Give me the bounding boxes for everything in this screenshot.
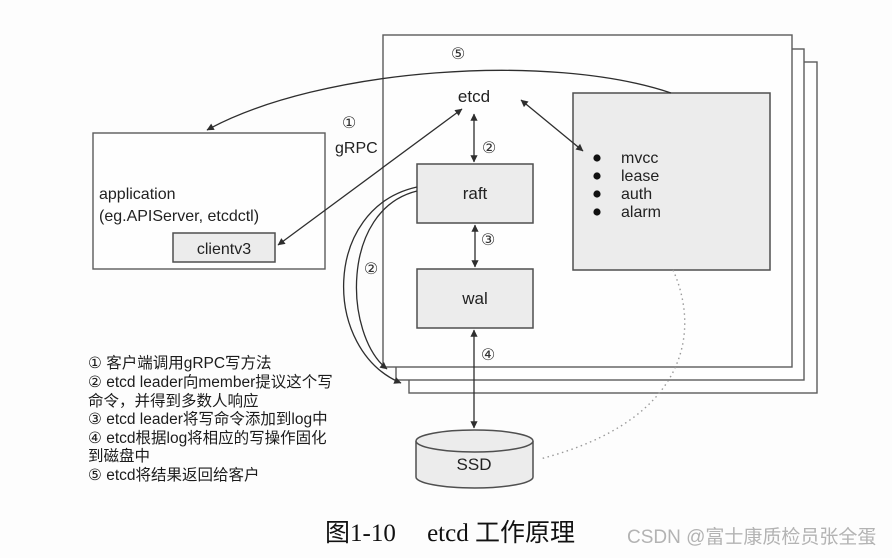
arrow-clientv3-etcd (277, 108, 463, 246)
bullet-icon (593, 154, 601, 162)
feature-mvcc: mvcc (621, 150, 658, 167)
figure-caption: 图1-10 etcd 工作原理 (325, 519, 575, 547)
arrow-raft-member1 (355, 190, 418, 370)
raft-label: raft (463, 184, 488, 203)
features-box (572, 92, 771, 271)
clientv3-label: clientv3 (197, 241, 251, 258)
dotted-link-features-ssd (539, 269, 686, 460)
legend-line-1: ① 客户端调用gRPC写方法 (88, 354, 272, 372)
bullet-icon (593, 172, 601, 180)
step2-badge-side: ② (364, 261, 378, 278)
feature-alarm: alarm (621, 204, 661, 221)
step2-badge: ② (482, 140, 496, 157)
arrow-return-to-application (206, 69, 672, 131)
feature-lease: lease (621, 168, 659, 185)
step5-badge: ⑤ (451, 46, 465, 63)
step1-badge: ① (342, 115, 356, 132)
legend-line-7: ⑤ etcd将结果返回给客户 (88, 466, 260, 484)
arrow-etcd-features (520, 99, 584, 152)
feature-auth: auth (621, 186, 652, 203)
ssd-cylinder-top (415, 429, 534, 453)
legend-line-4: ③ etcd leader将写命令添加到log中 (88, 410, 328, 428)
arrow-raft-member2 (342, 186, 418, 384)
legend-line-2: ② etcd leader向member提议这个写 (88, 373, 333, 391)
legend-line-3: 命令，并得到多数人响应 (88, 391, 259, 410)
bullet-icon (593, 208, 601, 216)
application-label-line1: application (99, 186, 176, 203)
wal-box (416, 268, 534, 329)
ssd-label: SSD (457, 455, 492, 474)
grpc-label: gRPC (335, 140, 378, 157)
clientv3-box (172, 232, 276, 263)
legend-line-5: ④ etcd根据log将相应的写操作固化 (88, 428, 327, 447)
etcd-label: etcd (458, 87, 490, 106)
step4-badge: ④ (481, 347, 495, 364)
ssd-cylinder-body (415, 441, 534, 489)
csdn-watermark: CSDN @富士康质检员张全蛋 (627, 526, 876, 548)
legend-line-6: 到磁盘中 (88, 446, 150, 465)
application-label-line2: (eg.APIServer, etcdctl) (99, 208, 259, 225)
bullet-icon (593, 190, 601, 198)
wal-label: wal (461, 289, 488, 308)
step3-badge: ③ (481, 232, 495, 249)
